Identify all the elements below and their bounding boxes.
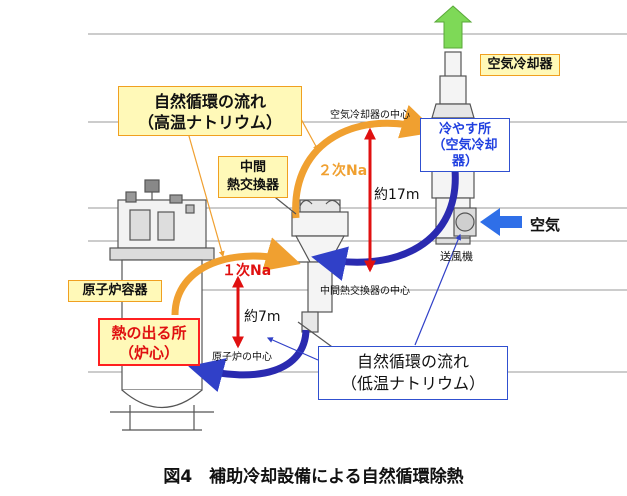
cooling-place-line1: 冷やす所	[438, 122, 491, 137]
height-7m-label: 約7m	[244, 309, 281, 325]
air-cooler-center-label: 空気冷却器の中心	[330, 110, 410, 121]
primary-na-label: １次Na	[222, 263, 272, 279]
blower-label: 送風機	[440, 250, 473, 263]
natural-circulation-low-temp-callout: 自然循環の流れ （低温ナトリウム）	[318, 346, 508, 400]
ihx-drawing	[288, 199, 349, 333]
natural-circulation-high-temp-line2: （高温ナトリウム）	[137, 113, 282, 132]
heat-source-line2: （炉心）	[118, 344, 179, 362]
natural-circulation-high-temp-line1: 自然循環の流れ	[153, 92, 266, 111]
cooling-place-line2: （空気冷却	[432, 138, 498, 153]
cooling-place-line3: 器）	[451, 154, 478, 169]
secondary-hot-flow-arrow	[292, 104, 437, 219]
natural-circulation-low-temp-line2: （低温ナトリウム）	[340, 374, 485, 393]
heat-source-line1: 熱の出る所	[111, 324, 187, 342]
reactor-vessel-label: 原子炉容器	[68, 280, 162, 302]
primary-hot-flow-arrow	[171, 237, 301, 316]
ihx-label: 中間 熱交換器	[218, 156, 288, 198]
figure-caption: 図4 補助冷却設備による自然循環除熱	[163, 467, 464, 487]
exhaust-arrow	[433, 5, 473, 49]
ihx-label-line1: 中間	[239, 160, 266, 175]
height-17m-label: 約17m	[374, 187, 420, 203]
primary-cold-flow-arrow	[188, 329, 310, 393]
ihx-center-label: 中間熱交換器の中心	[320, 286, 410, 297]
reactor-center-label: 原子炉の中心	[212, 352, 272, 363]
air-cooler-label: 空気冷却器	[480, 54, 560, 76]
air-label: 空気	[530, 216, 561, 234]
reactor-vessel-drawing	[109, 179, 215, 431]
heat-source-box: 熱の出る所 （炉心）	[98, 318, 200, 366]
ihx-label-line2: 熱交換器	[226, 178, 279, 193]
air-intake-arrow	[480, 208, 522, 236]
cooling-place-box: 冷やす所 （空気冷却 器）	[420, 118, 510, 172]
natural-circulation-high-temp-callout: 自然循環の流れ （高温ナトリウム）	[118, 86, 302, 136]
natural-circulation-low-temp-line1: 自然循環の流れ	[356, 352, 469, 371]
secondary-cold-flow-arrow	[311, 169, 459, 281]
secondary-na-label: ２次Na	[318, 163, 368, 179]
